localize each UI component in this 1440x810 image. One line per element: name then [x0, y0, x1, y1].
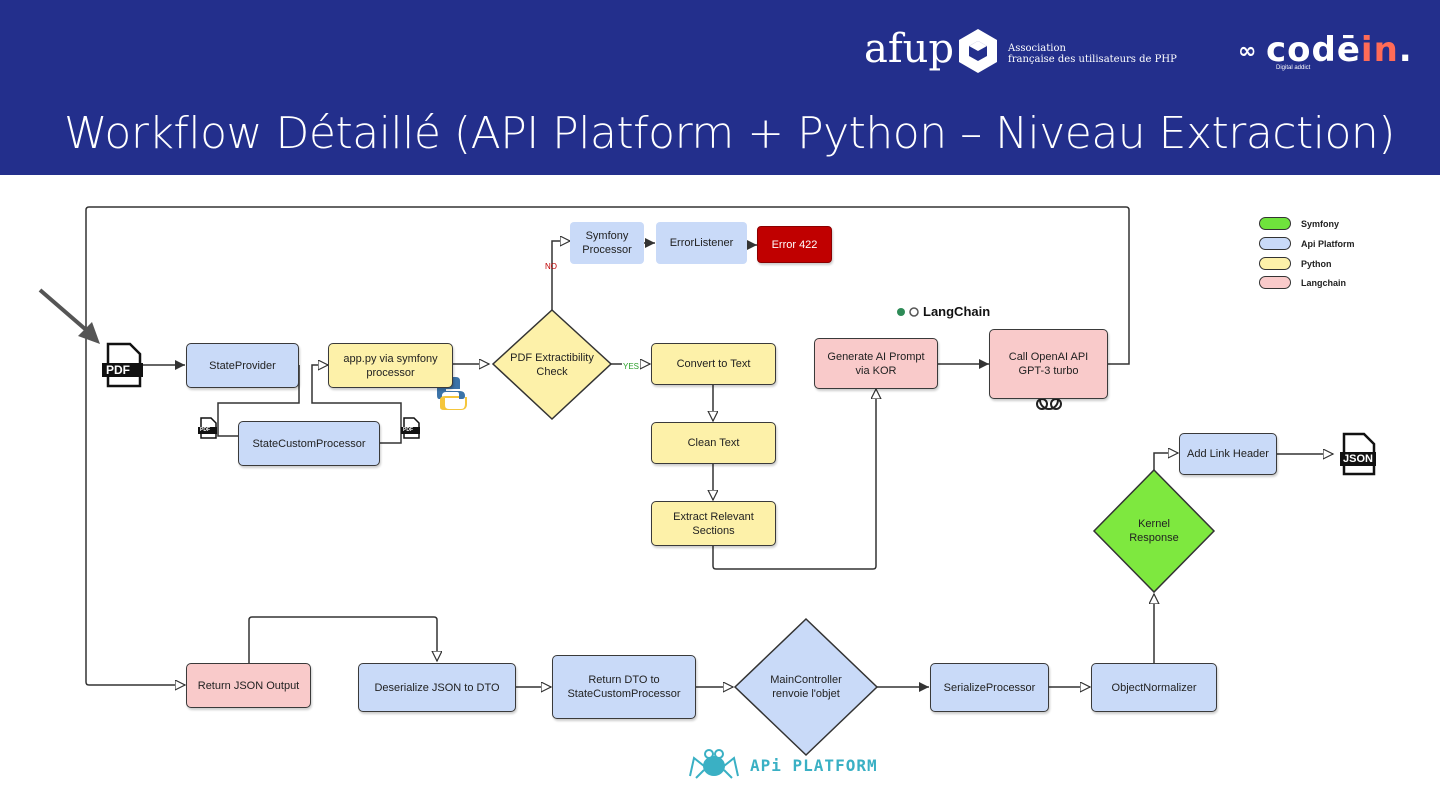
extract-sections-node: Extract Relevant Sections [651, 501, 776, 546]
edge-stateprovider-custom [217, 365, 300, 437]
afup-description: Association française des utilisateurs d… [1008, 43, 1177, 65]
pdf-small-left-label: PDF [200, 427, 210, 433]
api-platform-logo: APi PLATFORM [750, 756, 878, 775]
legend-swatch-python [1259, 257, 1291, 270]
pdf-small-right-label: PDF [403, 427, 413, 433]
start-arrow [38, 288, 94, 337]
kernel-response-label: Kernel Response [1129, 518, 1179, 544]
codein-logo-e: ē [1336, 30, 1361, 70]
codein-logo-dot: . [1398, 30, 1413, 70]
legend-label-symfony: Symfony [1301, 218, 1340, 229]
return-json-node: Return JSON Output [186, 663, 311, 708]
page-title: Workflow Détaillé (API Platform + Python… [64, 108, 1395, 159]
codein-logo-main: cod [1266, 30, 1337, 70]
legend-swatch-symfony [1259, 217, 1291, 230]
state-provider-node: StateProvider [186, 343, 299, 388]
symfony-processor-node: Symfony Processor [570, 222, 644, 264]
legend-item-api-platform: Api Platform [1259, 237, 1355, 250]
state-custom-processor-node: StateCustomProcessor [238, 421, 380, 466]
edge-kernel-linkheader [1153, 453, 1178, 470]
pdf-icon-label: PDF [106, 363, 130, 377]
api-platform-spider-icon [689, 749, 739, 779]
edge-label-no: NO [545, 262, 557, 271]
legend-label-langchain: Langchain [1301, 277, 1347, 288]
app-py-node: app.py via symfony processor [328, 343, 453, 388]
legend-label-api-platform: Api Platform [1301, 238, 1355, 249]
return-dto-node: Return DTO to StateCustomProcessor [552, 655, 696, 719]
edge-return-deserialize [248, 616, 437, 663]
afup-desc-line2: française des utilisateurs de PHP [1008, 54, 1177, 65]
edge-extract-prompt [712, 389, 876, 570]
add-link-header-node: Add Link Header [1179, 433, 1277, 475]
generate-prompt-node: Generate AI Prompt via KOR [814, 338, 938, 389]
afup-logo: afup [864, 26, 955, 72]
legend-item-python: Python [1259, 257, 1332, 270]
afup-desc-line1: Association [1008, 43, 1066, 54]
json-icon-label: JSON [1343, 453, 1373, 465]
codein-logo: ∞ codēin. [1238, 30, 1413, 70]
legend-label-python: Python [1301, 258, 1332, 269]
header-banner: afup Association française des utilisate… [0, 0, 1440, 175]
legend-item-langchain: Langchain [1259, 276, 1346, 289]
langchain-parrot-icon [897, 307, 919, 317]
convert-to-text-node: Convert to Text [651, 343, 776, 385]
call-openai-node: Call OpenAI API GPT-3 turbo [989, 329, 1108, 399]
serialize-processor-node: SerializeProcessor [930, 663, 1049, 712]
pdf-check-label: PDF Extractibility Check [510, 352, 594, 378]
codein-logo-in: in [1360, 30, 1399, 70]
edge-outer-loop [85, 206, 1130, 685]
main-controller-diamond [733, 617, 879, 757]
kernel-response-diamond [1092, 468, 1216, 594]
object-normalizer-node: ObjectNormalizer [1091, 663, 1217, 712]
edge-check-symfony [551, 241, 570, 310]
edge-label-yes: YES [622, 362, 641, 371]
afup-hexagon-icon [959, 29, 997, 73]
edge-custom-app [311, 365, 402, 444]
error-422-node: Error 422 [757, 226, 832, 263]
langchain-logo: LangChain [923, 304, 991, 319]
main-controller-label: MainController renvoie l'objet [770, 674, 842, 700]
start-arrow-head [78, 322, 100, 344]
legend-swatch-api-platform [1259, 237, 1291, 250]
legend-item-symfony: Symfony [1259, 217, 1339, 230]
legend-swatch-langchain [1259, 276, 1291, 289]
deserialize-node: Deserialize JSON to DTO [358, 663, 516, 712]
pdf-check-diamond [491, 308, 613, 421]
codein-tagline: Digital addict [1276, 65, 1311, 71]
error-listener-node: ErrorListener [656, 222, 747, 264]
clean-text-node: Clean Text [651, 422, 776, 464]
codein-infinity-icon: ∞ [1238, 39, 1266, 64]
